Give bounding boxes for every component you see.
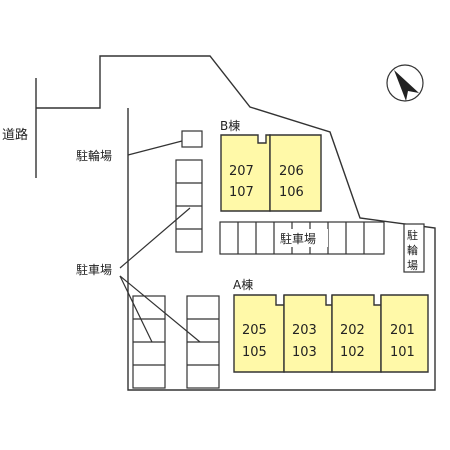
bike-parking-right-char-2: 輪 [407, 243, 418, 257]
unit-207: 207 [229, 164, 254, 179]
parking-stalls-lower-left [132, 295, 166, 389]
unit-101: 101 [390, 345, 415, 360]
road-label: 道路 [2, 127, 28, 143]
unit-202: 202 [340, 323, 365, 338]
building-a-label: A棟 [233, 277, 253, 292]
unit-107: 107 [229, 185, 254, 200]
bike-parking-right-box [403, 223, 425, 273]
building-b [220, 134, 322, 212]
parking-stalls-lower-middle [186, 295, 220, 389]
building-a [233, 294, 429, 373]
unit-103: 103 [292, 345, 317, 360]
building-b-label: B棟 [220, 118, 240, 133]
parking-leader-lines [119, 207, 201, 343]
unit-205: 205 [242, 323, 267, 338]
unit-105: 105 [242, 345, 267, 360]
parking-left-label: 駐車場 [76, 262, 112, 277]
bike-parking-left-label: 駐輪場 [76, 148, 112, 163]
parking-middle-label: 駐車場 [280, 231, 316, 246]
parking-stalls-upper-left [175, 159, 203, 253]
unit-106: 106 [279, 185, 304, 200]
bike-parking-box [181, 130, 203, 148]
unit-203: 203 [292, 323, 317, 338]
unit-201: 201 [390, 323, 415, 338]
unit-206: 206 [279, 164, 304, 179]
north-arrow-icon [386, 64, 424, 102]
bike-parking-right-char-1: 駐 [407, 228, 418, 242]
unit-102: 102 [340, 345, 365, 360]
site-boundary [36, 55, 436, 391]
bike-parking-right-char-3: 場 [407, 259, 418, 272]
